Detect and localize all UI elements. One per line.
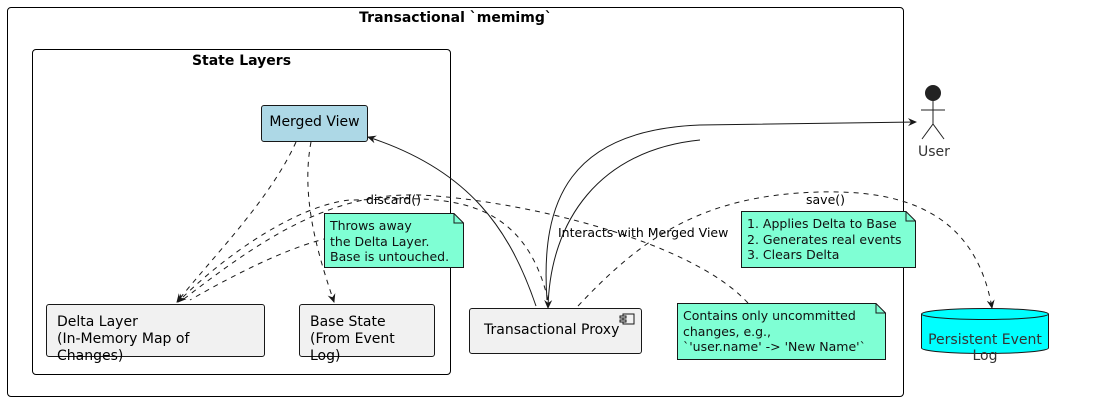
delta-layer-title: Delta Layer	[57, 314, 138, 330]
transactional-proxy-label: Transactional Proxy	[484, 322, 620, 338]
delta-layer-subtitle: (In-Memory Map of Changes)	[57, 331, 190, 364]
edge-proxy-to-merged	[367, 135, 537, 307]
transactional-memimg-frame: Transactional `memimg`	[7, 7, 904, 397]
persistent-event-log-node[interactable]: Persistent Event Log	[921, 308, 1049, 364]
merged-view-node[interactable]: Merged View	[261, 105, 368, 142]
discard-note: Throws away the Delta Layer. Base is unt…	[324, 213, 464, 268]
edge-discard-note-anchor	[189, 237, 329, 301]
state-layers-frame: State Layers	[32, 49, 451, 375]
outer-frame-title: Transactional `memimg`	[359, 10, 552, 26]
base-state-node[interactable]: Base State (From Event Log)	[299, 304, 435, 364]
delta-contents-note-text: Contains only uncommitted changes, e.g.,…	[683, 308, 866, 354]
note-shape	[324, 213, 464, 268]
note-shape	[677, 303, 886, 360]
edge-discard	[177, 198, 549, 303]
delta-contents-note: Contains only uncommitted changes, e.g.,…	[677, 303, 886, 360]
transactional-proxy-node[interactable]: Transactional Proxy	[469, 308, 642, 354]
save-edge-label: save()	[806, 192, 846, 207]
edge-merged-to-base	[307, 141, 336, 303]
edge-merged-to-delta	[176, 141, 297, 303]
database-shape	[921, 308, 1049, 354]
user-actor[interactable]: User	[916, 84, 952, 160]
base-state-title: Base State	[310, 314, 386, 330]
discard-note-text: Throws away the Delta Layer. Base is unt…	[330, 218, 450, 264]
merged-view-label: Merged View	[269, 114, 360, 130]
user-stick-figure-icon	[921, 85, 945, 140]
component-icon	[619, 313, 635, 325]
interacts-edge-label: Interacts with Merged View	[558, 225, 729, 240]
user-label: User	[918, 144, 950, 160]
base-state-subtitle: (From Event Log)	[310, 331, 395, 364]
inner-frame-title: State Layers	[191, 53, 292, 69]
edge-proxy-user	[545, 118, 917, 301]
persistent-event-log-label: Persistent Event Log	[928, 332, 1042, 364]
note-shape	[741, 211, 916, 268]
edge-user-proxy-return	[544, 139, 701, 309]
discard-edge-label: discard()	[366, 192, 422, 207]
edge-save	[577, 191, 995, 309]
save-note-text: 1. Applies Delta to Base 2. Generates re…	[747, 216, 902, 262]
delta-layer-node[interactable]: Delta Layer (In-Memory Map of Changes)	[46, 304, 265, 364]
save-note: 1. Applies Delta to Base 2. Generates re…	[741, 211, 916, 268]
edge-delta-note-link	[179, 194, 749, 304]
